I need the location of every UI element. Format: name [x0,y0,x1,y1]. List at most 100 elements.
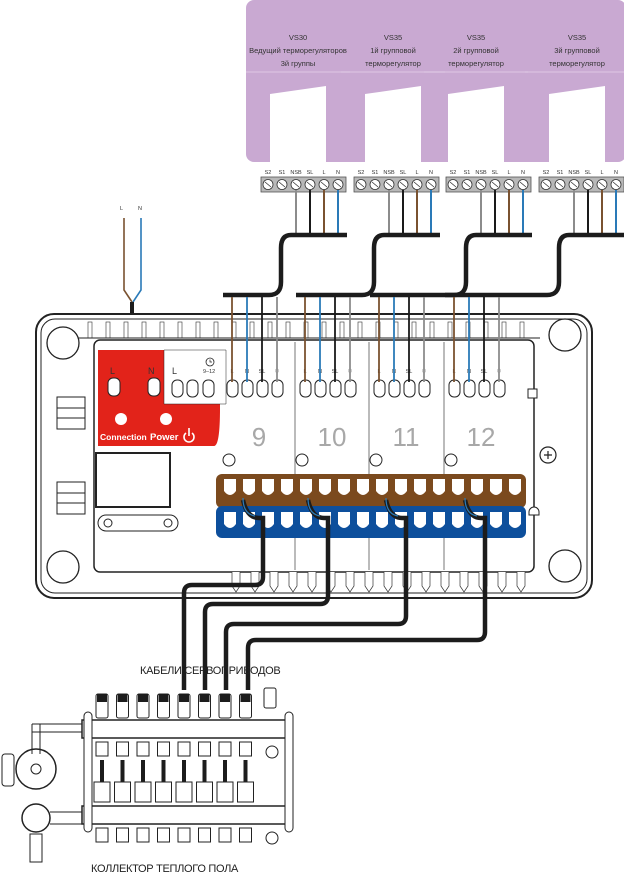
brown-bus-terminal[interactable] [452,479,464,495]
terminal-label: N [429,170,433,176]
zone-terminal[interactable] [403,379,416,398]
zone-terminal[interactable] [344,379,357,398]
blue-bus-terminal[interactable] [452,512,464,528]
blue-bus-terminal[interactable] [281,512,293,528]
terminal-label: SL [492,170,499,176]
brown-bus-terminal[interactable] [509,479,521,495]
thermostat-line1: 3й групповой [554,46,600,55]
flow-meter [223,760,227,798]
vent-rib [321,321,327,339]
blue-bus-terminal[interactable] [224,512,236,528]
brown-bus-terminal[interactable] [433,479,445,495]
mixing-valve [21,803,51,833]
brown-bus-terminal[interactable] [376,479,388,495]
brown-bus-terminal[interactable] [224,479,236,495]
power-terminal-n[interactable] [147,377,161,397]
connection-led-icon [115,413,127,425]
zone-terminal[interactable] [256,379,269,398]
zone-number: 12 [467,422,496,452]
blue-bus-terminal[interactable] [509,512,521,528]
vent-rib [123,321,129,339]
thermostat-line2: терморегулятор [365,59,421,68]
zone-terminal[interactable] [418,379,431,398]
blue-bus-terminal[interactable] [433,512,445,528]
blue-bus-terminal[interactable] [376,512,388,528]
cable-gland [440,572,450,593]
cable-gland [459,572,469,593]
zone-terminal[interactable] [388,379,401,398]
power-terminal-l[interactable] [107,377,121,397]
aux-terminal[interactable] [171,379,184,398]
blue-bus-terminal[interactable] [490,512,502,528]
zone-terminal[interactable] [299,379,312,398]
terminal-label: L [322,170,325,176]
zone-terminal[interactable] [314,379,327,398]
zone-terminal[interactable] [493,379,506,398]
brown-bus-terminal[interactable] [338,479,350,495]
drain-valve [29,833,43,863]
vent-rib [429,321,435,339]
thermostat-cable [296,232,440,298]
thermostat-cable [223,232,347,298]
thermostat-line2: 3й группы [281,59,316,68]
brown-bus-terminal[interactable] [490,479,502,495]
blue-bus-terminal[interactable] [338,512,350,528]
brown-bus-terminal[interactable] [262,479,274,495]
outlet-fitting [198,827,211,843]
pump-terminal-box [1,753,15,787]
zone-terminal[interactable] [329,379,342,398]
brown-bus-terminal[interactable] [395,479,407,495]
aux-terminal[interactable] [186,379,199,398]
vent-rib [105,321,111,339]
thermostat-device-icon [549,86,605,184]
vent-rib [501,321,507,339]
manifold-bracket [284,711,294,833]
brown-bus-terminal[interactable] [281,479,293,495]
blue-bus-terminal[interactable] [414,512,426,528]
aux-terminal[interactable] [202,379,215,398]
actuator-wire-blue [307,497,321,517]
zone-terminal[interactable] [478,379,491,398]
manifold-label: КОЛЛЕКТОР ТЕПЛОГО ПОЛА [91,863,239,875]
zone-led-icon [222,453,236,467]
mains-wire-l [123,218,133,303]
brown-bus-terminal[interactable] [414,479,426,495]
cable-gland [516,572,526,593]
air-vent [263,687,277,709]
thermostat-model: VS35 [384,33,402,42]
brown-bus-terminal[interactable] [300,479,312,495]
aux-timer-label: 9–12 [203,369,215,375]
zone-terminal[interactable] [448,379,461,398]
zone-led-icon [444,453,458,467]
vent-rib [87,321,93,339]
blue-bus-terminal[interactable] [357,512,369,528]
thermostat-line1: Ведущий терморегуляторов [249,46,347,55]
zone-terminal[interactable] [463,379,476,398]
brown-bus-terminal[interactable] [243,479,255,495]
thermostat-line1: 1й групповой [370,46,416,55]
brown-bus-terminal[interactable] [471,479,483,495]
blue-bus-terminal[interactable] [300,512,312,528]
zone-terminal[interactable] [226,379,239,398]
brown-bus-terminal[interactable] [319,479,331,495]
zone-terminal[interactable] [373,379,386,398]
zone-number: 10 [318,422,347,452]
outlet-fitting [239,827,252,843]
terminal-label: L [600,170,603,176]
manifold-bracket [83,711,93,833]
zone-terminal[interactable] [271,379,284,398]
terminal-label: NSB [475,170,487,176]
brown-bus-terminal[interactable] [357,479,369,495]
cable-gland [288,572,298,593]
cable-gland [345,572,355,593]
terminal-label: S1 [372,170,379,176]
actuator-wire-blue [242,497,256,517]
terminal-label: S2 [358,170,365,176]
thermostat-2[interactable]: VS35 1й групповой терморегулятор [341,33,445,184]
vent-rib [339,321,345,339]
zone-terminal[interactable] [241,379,254,398]
